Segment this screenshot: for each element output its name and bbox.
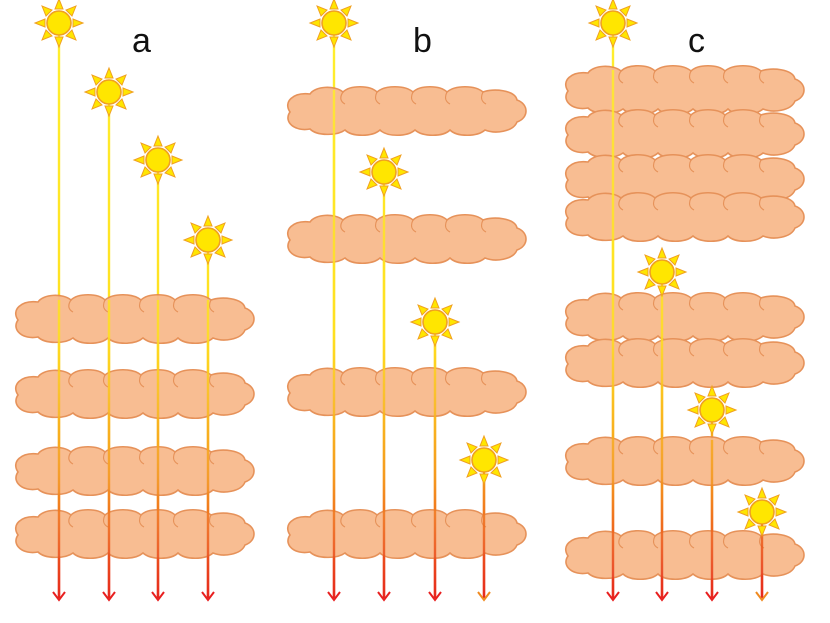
panel-c-arrowheads xyxy=(606,591,769,602)
cloud-c-4 xyxy=(564,191,805,243)
sun-icon xyxy=(84,67,134,117)
sun-icon xyxy=(309,0,359,48)
panel-c-beams-over xyxy=(611,70,764,598)
cloud-a-3 xyxy=(14,445,255,497)
sun-icon xyxy=(459,435,509,485)
panel-b-arrowheads xyxy=(327,591,491,602)
panel-a-clouds xyxy=(14,293,255,560)
cloud-a-2 xyxy=(14,368,255,420)
cloud-c-6 xyxy=(564,337,805,389)
arrowhead-icon xyxy=(377,591,391,602)
panel-c xyxy=(564,0,805,602)
panel-label-a: a xyxy=(132,22,151,60)
panel-a xyxy=(14,0,255,602)
cloud-b-4 xyxy=(286,508,527,560)
arrowhead-icon xyxy=(477,591,491,602)
arrowhead-icon xyxy=(102,591,116,602)
panel-b-beams-over xyxy=(332,90,486,598)
arrowhead-icon xyxy=(705,591,719,602)
cloud-b-2 xyxy=(286,213,527,265)
arrowhead-icon xyxy=(655,591,669,602)
sun-icon xyxy=(637,247,687,297)
sun-icon xyxy=(34,0,84,48)
arrowhead-icon xyxy=(755,591,769,602)
panel-label-b: b xyxy=(413,22,432,60)
sun-icon xyxy=(588,0,638,48)
arrowhead-icon xyxy=(327,591,341,602)
arrowhead-icon xyxy=(52,591,66,602)
cloud-a-4 xyxy=(14,508,255,560)
panel-label-c: c xyxy=(688,22,705,60)
arrowhead-icon xyxy=(606,591,620,602)
sun-icon xyxy=(359,147,409,197)
cloud-c-8 xyxy=(564,529,805,581)
cloud-c-7 xyxy=(564,435,805,487)
cloud-b-3 xyxy=(286,366,527,418)
cloud-c-5 xyxy=(564,291,805,343)
sun-icon xyxy=(737,487,787,537)
arrowhead-icon xyxy=(201,591,215,602)
panel-a-beams-over xyxy=(57,300,210,598)
panel-a-arrowheads xyxy=(52,591,215,602)
cloud-b-1 xyxy=(286,85,527,137)
cloud-a-1 xyxy=(14,293,255,345)
cloud-c-1 xyxy=(564,64,805,116)
arrowhead-icon xyxy=(151,591,165,602)
panel-b-clouds xyxy=(286,85,527,560)
panel-b xyxy=(286,0,527,602)
sun-icon xyxy=(183,215,233,265)
arrowhead-icon xyxy=(428,591,442,602)
sun-icon xyxy=(410,297,460,347)
cloud-c-2 xyxy=(564,108,805,160)
sun-icon xyxy=(687,385,737,435)
sun-icon xyxy=(133,135,183,185)
